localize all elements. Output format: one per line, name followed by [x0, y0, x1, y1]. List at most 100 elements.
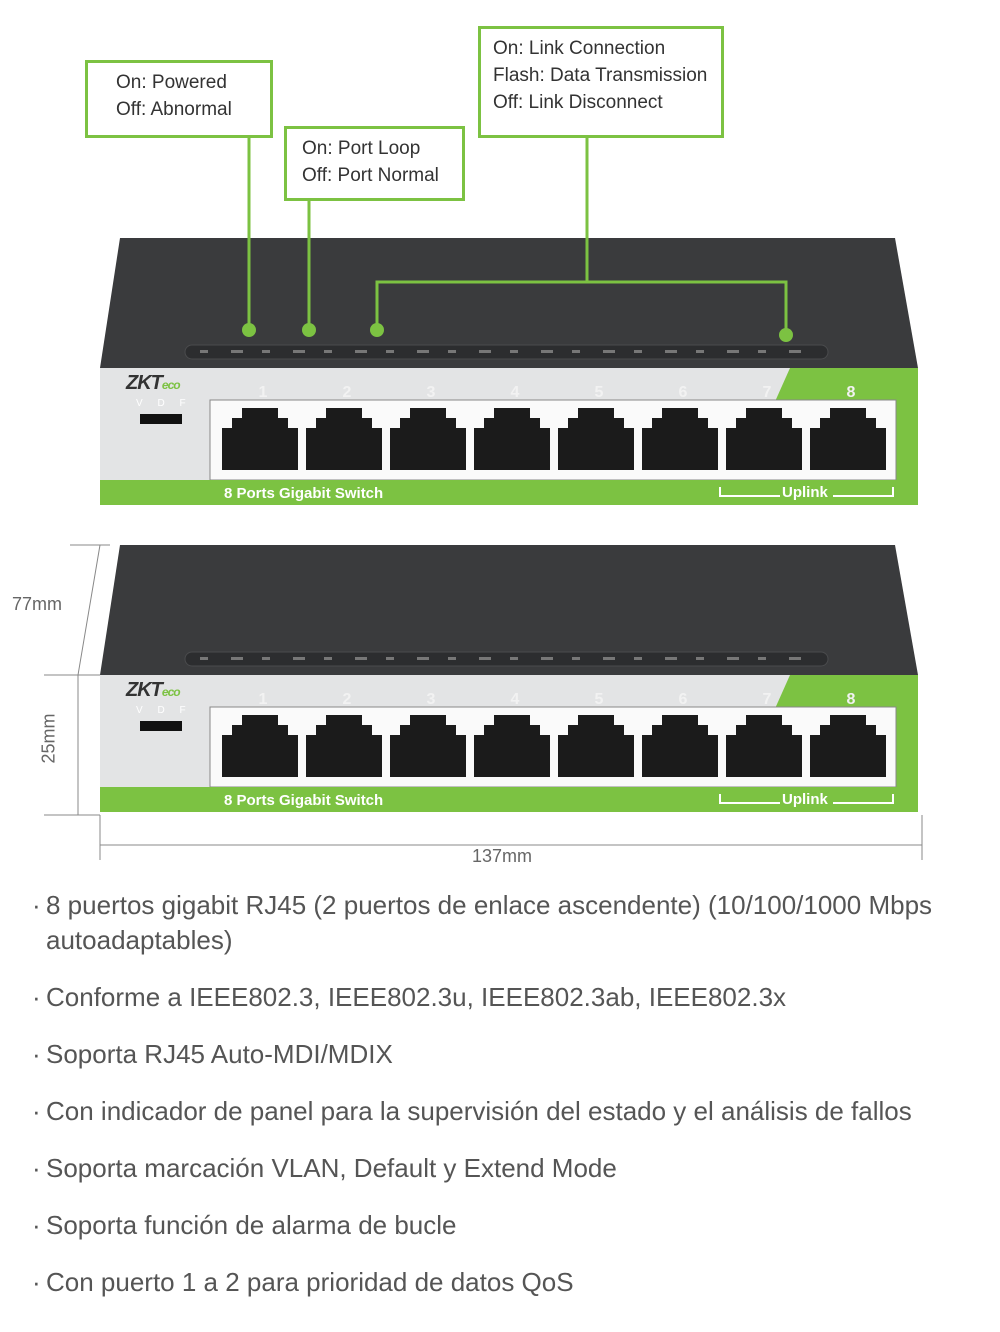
led-indicator — [200, 350, 208, 353]
led-highlight-dot — [242, 323, 256, 337]
rj45-port — [306, 715, 382, 777]
led-strip — [184, 651, 829, 667]
model-label: 8 Ports Gigabit Switch — [224, 485, 384, 502]
led-indicator — [572, 350, 580, 353]
led-indicator — [448, 350, 456, 353]
led-indicator — [603, 657, 615, 660]
feature-item: Con indicador de panel para la supervisi… — [32, 1094, 982, 1129]
port-number-label: 1 — [258, 384, 268, 401]
callout-power-led: On: Powered Off: Abnormal — [85, 60, 273, 138]
callout-line: On: Link Connection — [493, 38, 666, 59]
led-indicator — [789, 350, 801, 353]
led-indicator — [479, 350, 491, 353]
port-number-label: 5 — [594, 384, 604, 401]
rj45-port — [474, 715, 550, 777]
feature-item: Soporta RJ45 Auto-MDI/MDIX — [32, 1037, 982, 1072]
callout-line: Off: Abnormal — [116, 99, 232, 120]
uplink-label: Uplink — [782, 484, 828, 501]
feature-item: 8 puertos gigabit RJ45 (2 puertos de enl… — [32, 888, 982, 958]
port-number-label: 6 — [678, 691, 688, 708]
rj45-port — [390, 715, 466, 777]
led-indicator — [510, 350, 518, 353]
rj45-port — [726, 715, 802, 777]
led-indicator — [758, 350, 766, 353]
rj45-port — [642, 715, 718, 777]
switch-top-cover — [100, 238, 918, 368]
brand-logo: ZKTeco — [126, 679, 181, 701]
feature-item: Soporta marcación VLAN, Default y Extend… — [32, 1151, 982, 1186]
callout-line: Flash: Data Transmission — [493, 65, 708, 86]
feature-list: 8 puertos gigabit RJ45 (2 puertos de enl… — [32, 888, 982, 1322]
callout-line: On: Port Loop — [302, 138, 421, 159]
model-strip — [100, 787, 918, 812]
callout-loop-led: On: Port Loop Off: Port Normal — [284, 126, 465, 201]
led-indicator — [665, 657, 677, 660]
height-dimension-label: 25mm — [38, 713, 59, 764]
port-number-label: 6 — [678, 384, 688, 401]
rj45-port — [222, 715, 298, 777]
led-indicator — [789, 657, 801, 660]
led-indicator — [541, 350, 553, 353]
port-number-label: 2 — [342, 691, 352, 708]
led-indicator — [758, 657, 766, 660]
led-indicator — [386, 657, 394, 660]
switch-top-cover — [100, 545, 918, 675]
led-indicator — [293, 657, 305, 660]
rj45-port — [726, 408, 802, 470]
model-strip — [100, 480, 918, 505]
led-indicator — [541, 657, 553, 660]
feature-item: Conforme a IEEE802.3, IEEE802.3u, IEEE80… — [32, 980, 982, 1015]
led-indicator — [293, 350, 305, 353]
led-indicator — [510, 657, 518, 660]
led-indicator — [231, 657, 243, 660]
led-indicator — [262, 657, 270, 660]
led-indicator — [696, 657, 704, 660]
led-indicator — [417, 350, 429, 353]
vertical-dimension-lines — [44, 544, 110, 816]
led-indicator — [355, 350, 367, 353]
port-number-label: 8 — [846, 691, 856, 708]
led-indicator — [479, 657, 491, 660]
width-dimension-label: 137mm — [472, 846, 533, 866]
port-number-label: 4 — [510, 691, 520, 708]
led-indicator — [386, 350, 394, 353]
rj45-port — [222, 408, 298, 470]
uplink-bracket — [719, 487, 894, 497]
led-highlight-dot — [370, 323, 384, 337]
callout-line: On: Powered — [116, 72, 227, 93]
uplink-bracket — [719, 794, 894, 804]
dip-switch — [140, 414, 182, 424]
led-indicator — [417, 657, 429, 660]
rj45-port — [810, 408, 886, 470]
rj45-port — [306, 408, 382, 470]
led-highlight-dot — [302, 323, 316, 337]
led-indicator — [696, 350, 704, 353]
brand-logo: ZKTeco — [126, 372, 181, 394]
model-label: 8 Ports Gigabit Switch — [224, 792, 384, 809]
dip-switch-label: V D F — [136, 398, 192, 409]
rj45-port — [558, 408, 634, 470]
rj45-port — [390, 408, 466, 470]
rj45-port — [810, 715, 886, 777]
rj45-port — [642, 408, 718, 470]
led-indicator — [448, 657, 456, 660]
led-indicator — [727, 350, 739, 353]
feature-item: Con puerto 1 a 2 para prioridad de datos… — [32, 1265, 982, 1300]
port-number-label: 3 — [426, 691, 436, 708]
port-number-label: 7 — [762, 384, 772, 401]
callout-line: Off: Link Disconnect — [493, 92, 663, 113]
link-leader-line — [375, 137, 788, 335]
callout-link-led: On: Link Connection Flash: Data Transmis… — [478, 26, 724, 138]
rj45-port — [558, 715, 634, 777]
port-number-label: 7 — [762, 691, 772, 708]
led-indicator — [262, 350, 270, 353]
led-indicator — [665, 350, 677, 353]
dip-switch — [140, 721, 182, 731]
port-number-label: 5 — [594, 691, 604, 708]
led-indicator — [634, 350, 642, 353]
uplink-label: Uplink — [782, 791, 828, 808]
dip-switch-label: V D F — [136, 705, 192, 716]
led-indicator — [324, 657, 332, 660]
rj45-port — [474, 408, 550, 470]
